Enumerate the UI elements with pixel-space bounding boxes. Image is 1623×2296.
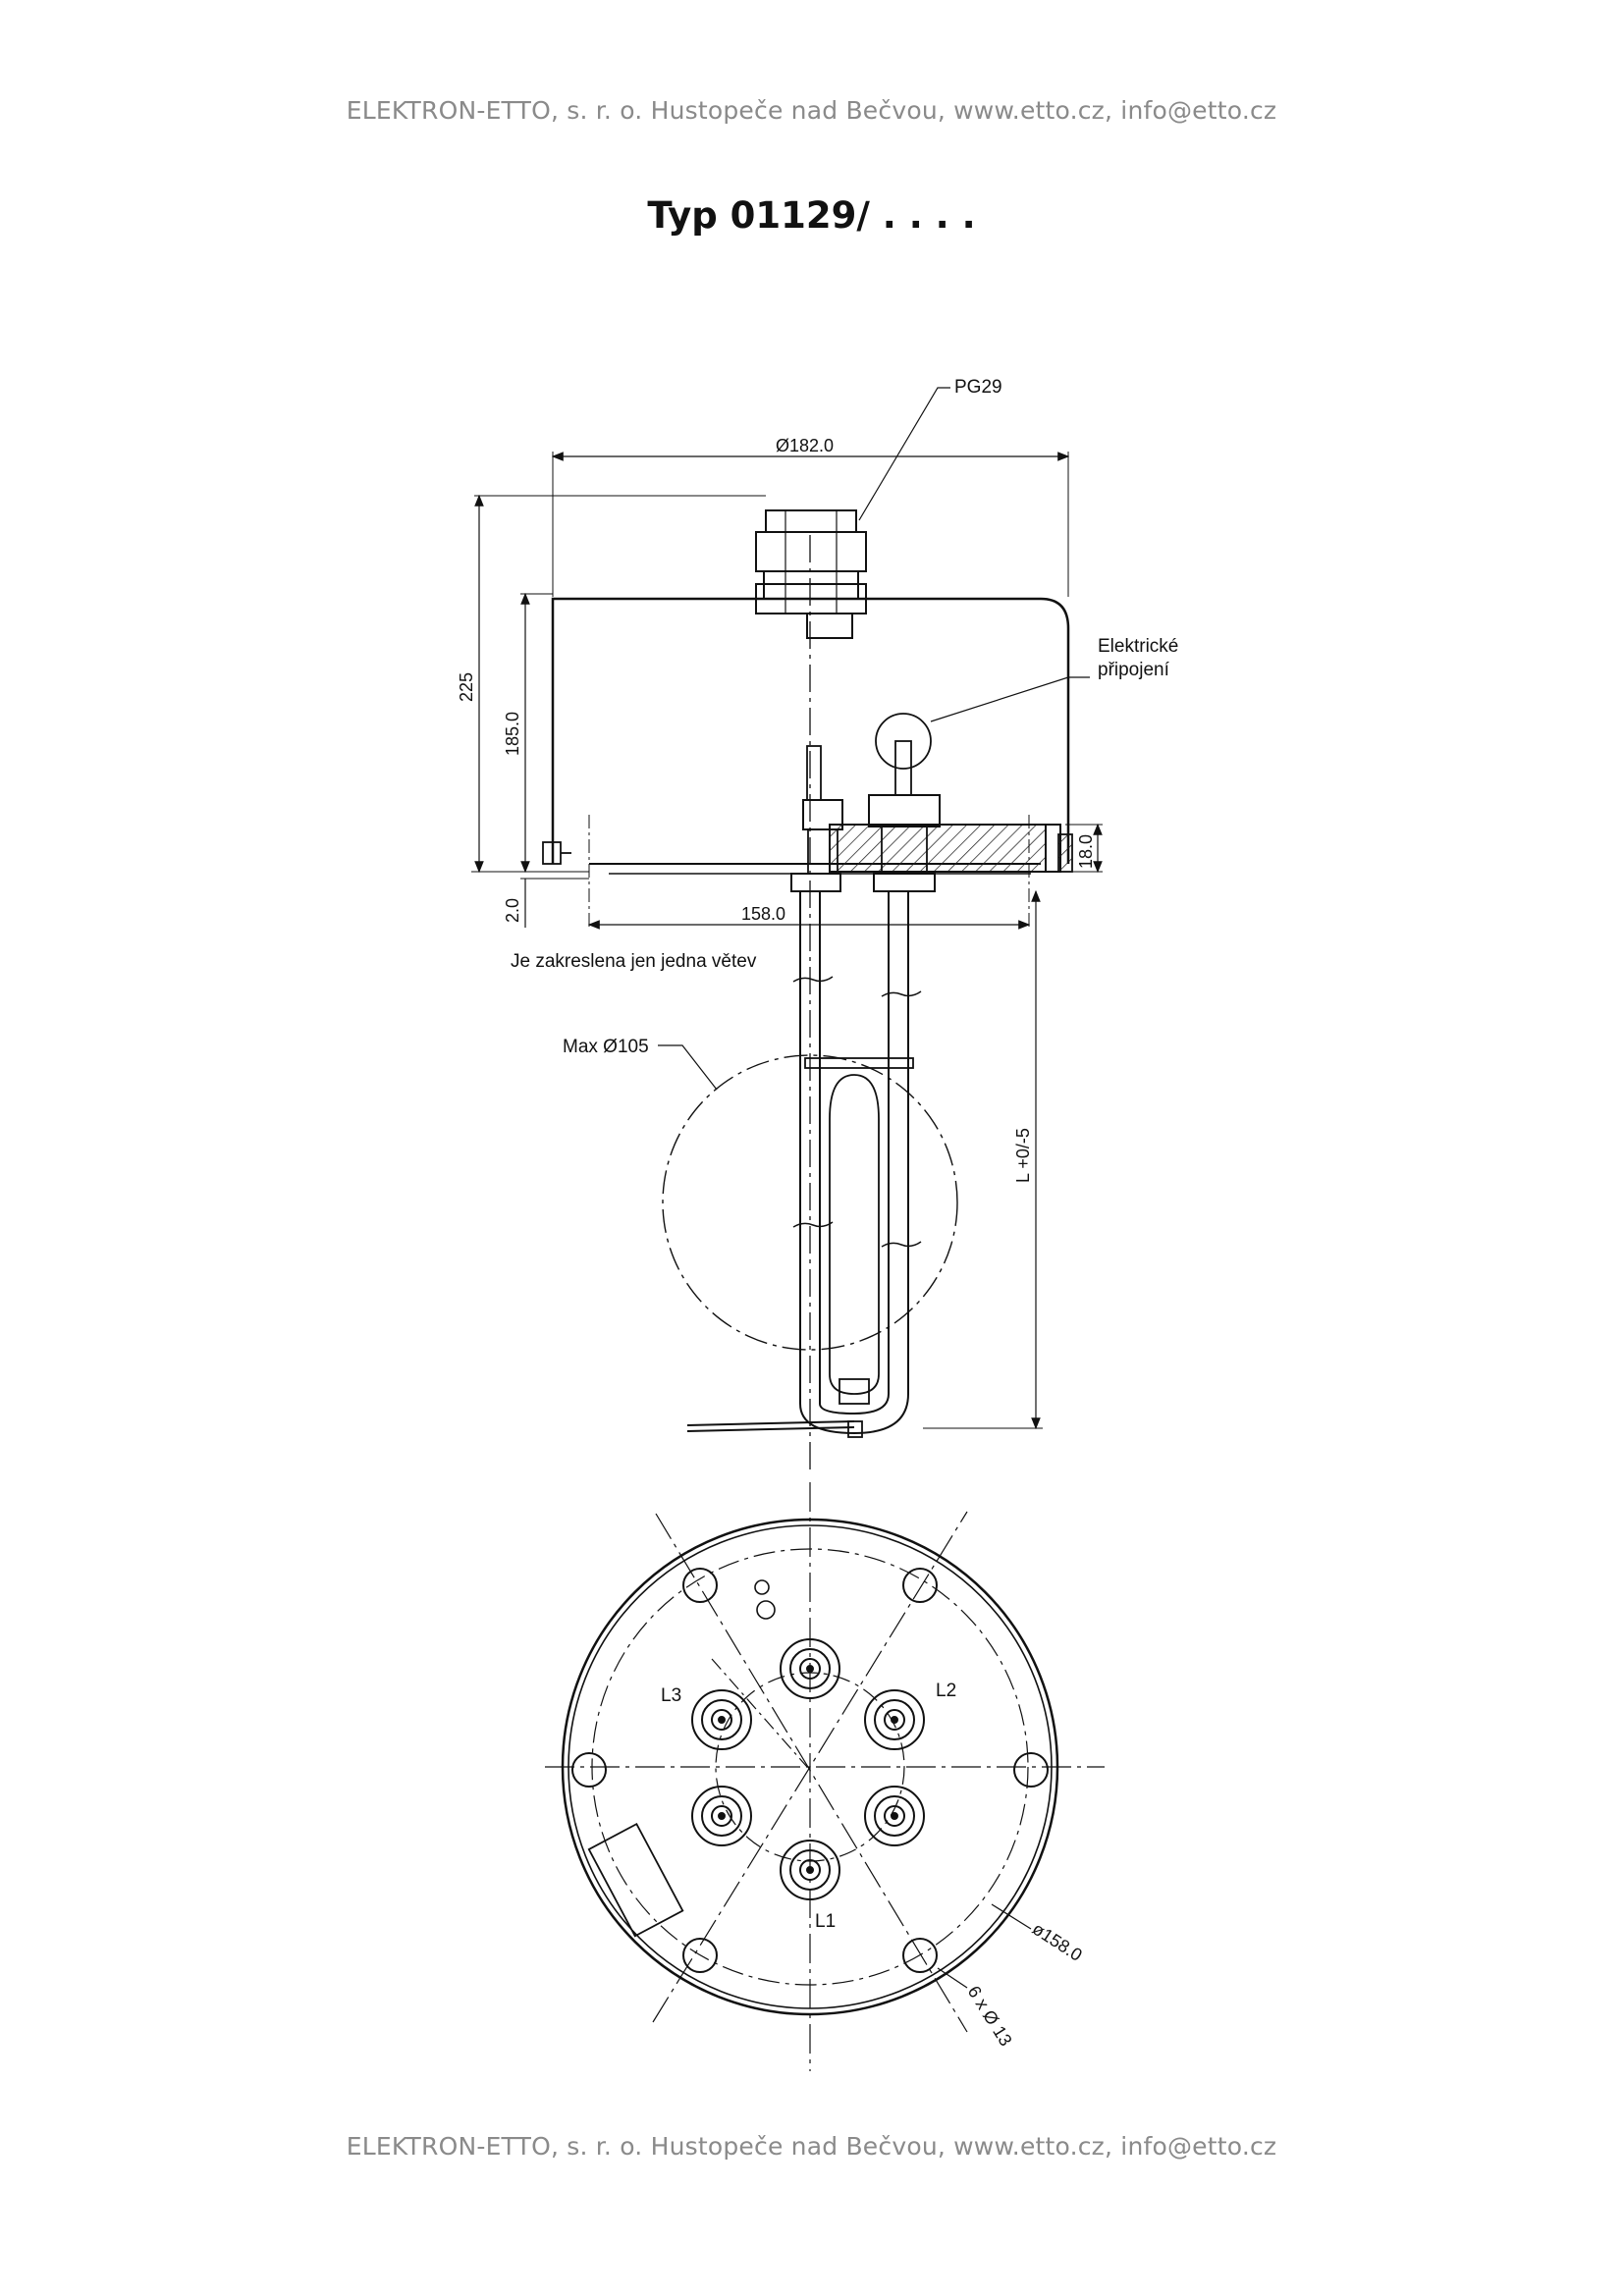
terminal-l2 [864,1689,925,1750]
phase-l1-label: L1 [815,1911,836,1932]
side-view [471,387,1103,1472]
flange-thickness-label: 18.0 [1076,834,1096,869]
note-label: Je zakreslena jen jedna větev [511,951,757,972]
terminal-lower-right [864,1786,925,1846]
length-label: L +0/-5 [1013,1128,1033,1183]
gap-label: 2.0 [503,898,522,923]
phase-l2-label: L2 [936,1681,956,1701]
page-header: ELEKTRON-ETTO, s. r. o. Hustopeče nad Be… [346,96,1277,125]
holes-label: 6 x Ø 13 [964,1983,1016,2050]
phase-l3-label: L3 [661,1685,681,1706]
bottom-view [545,1482,1105,2071]
electrical-connection-label-1: Elektrické [1098,636,1178,657]
gland-label: PG29 [954,377,1002,398]
bolt-circle-label: ø158.0 [1029,1919,1086,1965]
terminal-top [780,1638,840,1699]
drawing-title: Typ 01129/ . . . . [647,194,976,237]
diameter-top-label: Ø182.0 [776,436,834,455]
flange-width-label: 158.0 [741,904,785,924]
page-footer: ELEKTRON-ETTO, s. r. o. Hustopeče nad Be… [346,2132,1277,2161]
height-cover-label: 185.0 [503,712,522,756]
terminal-l1 [780,1840,840,1900]
max-diameter-label: Max Ø105 [563,1037,649,1057]
terminal-l3 [691,1689,752,1750]
height-total-label: 225 [457,672,476,702]
electrical-connection-label-2: připojení [1098,660,1170,680]
terminal-lower-left [691,1786,752,1846]
